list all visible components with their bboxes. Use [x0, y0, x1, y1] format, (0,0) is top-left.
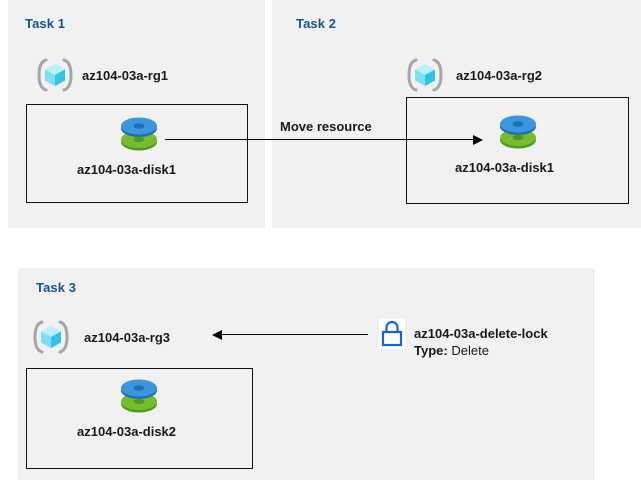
resource-group-icon: [32, 318, 70, 356]
resource-group-label-rg2: az104-03a-rg2: [456, 68, 542, 83]
lock-icon: [379, 319, 405, 349]
move-resource-label: Move resource: [280, 119, 372, 134]
panel-task-1-title: Task 1: [25, 16, 66, 31]
panel-task-2: [272, 0, 641, 228]
lock-arrow-line: [222, 334, 368, 336]
panel-task-1: [8, 0, 265, 228]
disk-icon: [497, 112, 539, 152]
resource-label-task-2-disk: az104-03a-disk1: [455, 160, 555, 175]
lock-label: az104-03a-delete-lock: [414, 326, 548, 341]
panel-task-2-title: Task 2: [296, 16, 337, 31]
disk-icon: [118, 376, 160, 416]
move-resource-arrow-head: [473, 135, 483, 145]
lock-type-value: Delete: [451, 343, 489, 358]
resource-box-task-1: [26, 104, 248, 203]
lock-type-key: Type:: [414, 343, 448, 358]
resource-box-task-2: [406, 97, 629, 204]
resource-label-task-1-disk: az104-03a-disk1: [77, 162, 177, 177]
panel-task-3-title: Task 3: [36, 280, 77, 295]
lock-type-row: Type: Delete: [414, 343, 489, 358]
resource-group-icon: [36, 56, 74, 94]
disk-icon: [118, 114, 160, 154]
lock-arrow-head: [212, 330, 222, 340]
panel-task-3: [18, 268, 595, 480]
resource-group-icon: [406, 56, 444, 94]
resource-label-task-3-disk: az104-03a-disk2: [77, 424, 177, 439]
resource-box-task-3: [26, 368, 253, 469]
resource-group-label-rg1: az104-03a-rg1: [82, 68, 168, 83]
move-resource-arrow-line: [165, 139, 475, 141]
resource-group-label-rg3: az104-03a-rg3: [84, 330, 170, 345]
